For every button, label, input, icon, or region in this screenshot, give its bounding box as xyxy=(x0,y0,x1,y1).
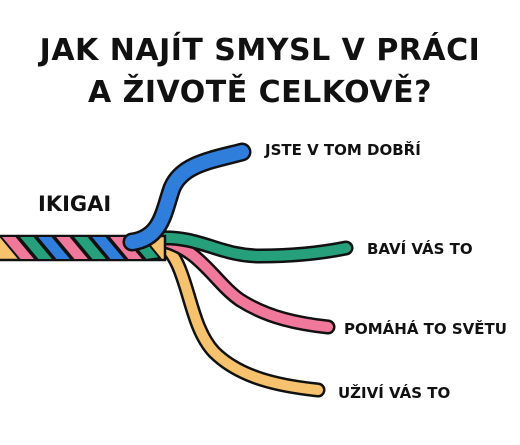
strand-green xyxy=(152,230,354,264)
label-earns-living: UŽIVÍ VÁS TO xyxy=(338,384,451,402)
title-line-1: JAK NAJÍT SMYSL V PRÁCI xyxy=(39,33,481,68)
strand-pink xyxy=(152,232,336,335)
label-good-at: JSTE V TOM DOBŘÍ xyxy=(265,141,421,159)
label-helps-world: POMÁHÁ TO SVĚTU xyxy=(344,320,507,338)
diagram-title: JAK NAJÍT SMYSL V PRÁCI A ŽIVOTĚ CELKOVĚ… xyxy=(0,30,520,114)
strand-blue xyxy=(122,142,252,252)
title-line-2: A ŽIVOTĚ CELKOVĚ? xyxy=(87,75,432,110)
strand-yellow xyxy=(152,234,326,398)
ikigai-label: IKIGAI xyxy=(38,192,112,216)
label-enjoy: BAVÍ VÁS TO xyxy=(367,240,473,258)
